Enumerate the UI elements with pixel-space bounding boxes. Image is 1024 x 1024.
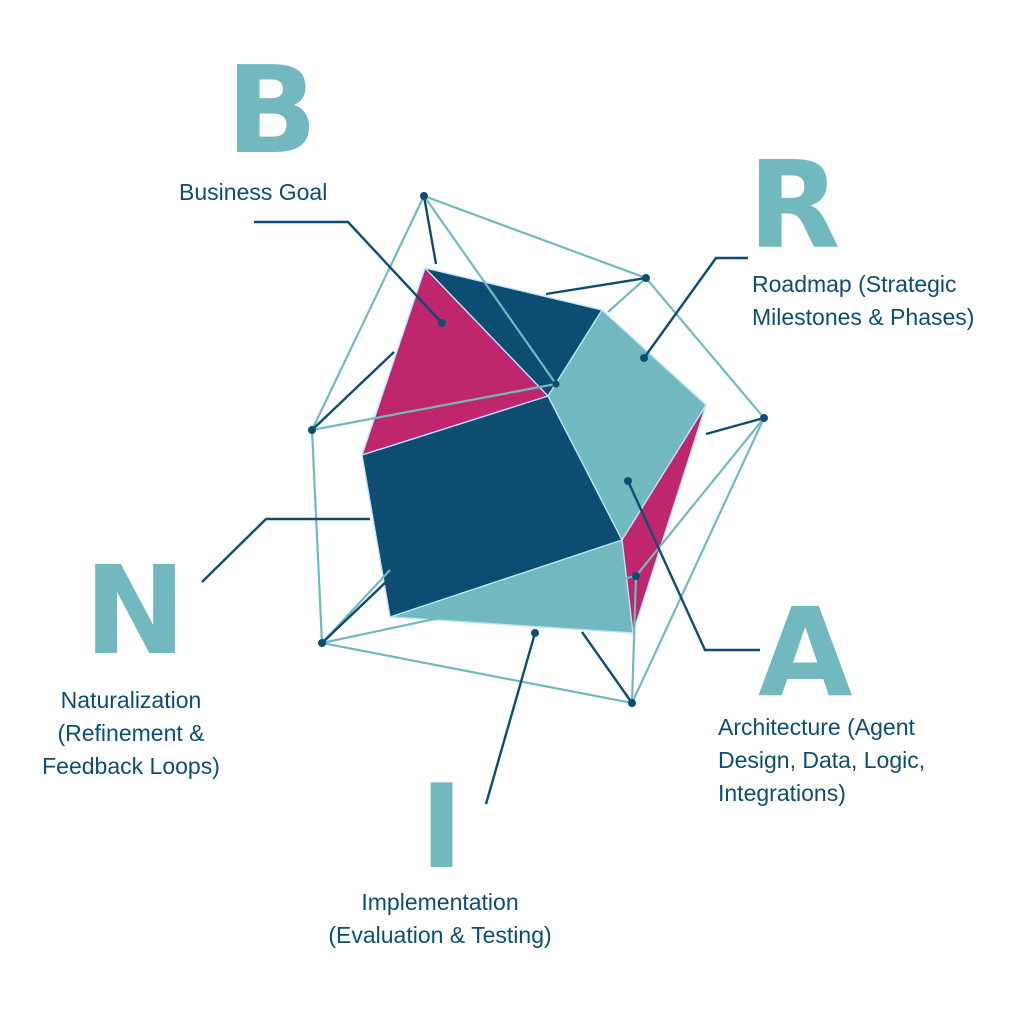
leader-roadmap: [643, 256, 748, 359]
vertex-node: [420, 192, 428, 200]
leader-endpoint: [624, 477, 632, 485]
leader-architecture: [626, 480, 760, 652]
face-implementation-teal: [390, 540, 633, 633]
vertex-node: [628, 699, 636, 707]
caption-line: Roadmap (Strategic: [752, 271, 957, 297]
leader-lines: [201, 220, 760, 805]
caption-implementation: Implementation (Evaluation & Testing): [300, 886, 580, 952]
leader-endpoints: [438, 319, 648, 637]
leader-business-goal: [254, 220, 443, 324]
letter-a: A: [758, 582, 853, 724]
polyhedron-faces: [362, 268, 706, 633]
vertex-nodes: [308, 192, 768, 707]
vertex-node: [552, 380, 560, 388]
vertex-node: [642, 274, 650, 282]
caption-architecture: Architecture (Agent Design, Data, Logic,…: [718, 711, 925, 810]
letter-i: I: [420, 760, 464, 895]
vertex-node: [308, 426, 316, 434]
struts: [311, 195, 765, 704]
caption-line: Design, Data, Logic,: [718, 747, 926, 773]
caption-line: Implementation: [361, 889, 519, 915]
face-naturalization-navy: [362, 396, 622, 617]
face-business-magenta: [362, 268, 548, 455]
caption-line: (Refinement &: [57, 720, 205, 746]
letter-r: R: [748, 137, 841, 276]
caption-roadmap: Roadmap (Strategic Milestones & Phases): [752, 268, 974, 334]
leader-endpoint: [640, 354, 648, 362]
caption-naturalization: Naturalization (Refinement & Feedback Lo…: [20, 684, 242, 783]
caption-line: Business Goal: [179, 179, 328, 205]
letter-n: N: [84, 540, 187, 682]
caption-line: Architecture (Agent: [718, 714, 915, 740]
face-edges: [361, 267, 707, 634]
vertex-node: [318, 639, 326, 647]
caption-line: Naturalization: [60, 687, 202, 713]
vertex-node: [760, 414, 768, 422]
leader-endpoint: [531, 629, 539, 637]
vertex-node: [632, 572, 640, 580]
leader-implementation: [484, 632, 537, 805]
caption-line: Milestones & Phases): [752, 304, 975, 330]
caption-line: Integrations): [718, 780, 846, 806]
caption-line: Feedback Loops): [42, 753, 220, 779]
face-roadmap-teal: [548, 310, 706, 540]
letter-b: B: [226, 42, 318, 181]
caption-line: (Evaluation & Testing): [328, 922, 552, 948]
leader-naturalization: [201, 517, 370, 583]
face-right-magenta: [622, 405, 706, 633]
caption-business-goal: Business Goal: [179, 176, 327, 209]
leader-endpoint: [438, 319, 446, 327]
